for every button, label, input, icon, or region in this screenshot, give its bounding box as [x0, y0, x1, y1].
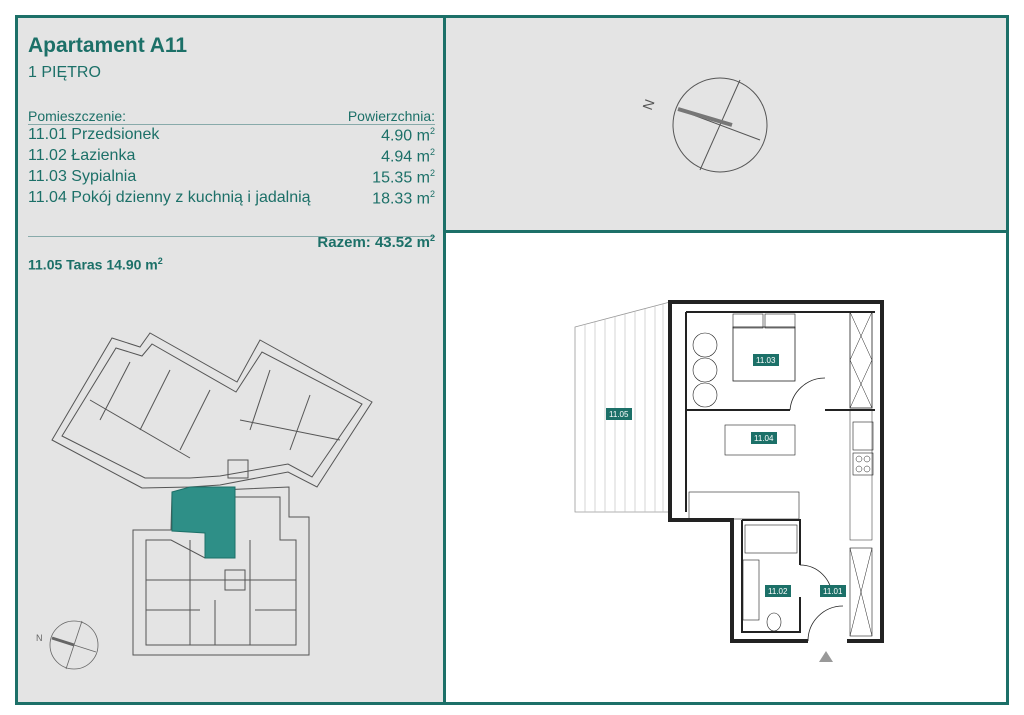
svg-text:11.05: 11.05 — [609, 410, 629, 419]
floor-label: 1 PIĘTRO — [28, 64, 101, 81]
room-row: 11.01 Przedsionek 4.90 m2 — [28, 126, 435, 145]
header-room: Pomieszczenie: — [28, 108, 127, 124]
small-compass-icon: N — [36, 620, 99, 670]
room-name: 11.03 Sypialnia — [28, 168, 137, 185]
room-row: 11.04 Pokój dzienny z kuchnią i jadalnią… — [28, 189, 435, 208]
room-area: 4.90 m2 — [381, 126, 435, 145]
room-area: 15.35 m2 — [372, 168, 435, 187]
divider — [28, 236, 435, 237]
room-name: 11.01 Przedsionek — [28, 126, 160, 143]
room-name: 11.04 Pokój dzienny z kuchnią i jadalnią — [28, 189, 311, 206]
svg-text:N: N — [639, 97, 657, 112]
svg-text:11.02: 11.02 — [768, 587, 788, 596]
svg-text:11.01: 11.01 — [823, 587, 843, 596]
apartment-highlight — [171, 486, 236, 559]
room-row: 11.02 Łazienka 4.94 m2 — [28, 147, 435, 166]
svg-text:11.03: 11.03 — [756, 356, 776, 365]
room-labels: 11.03 11.05 11.04 11.02 11.01 — [606, 354, 846, 597]
header-area: Powierzchnia: — [347, 108, 435, 124]
room-row: 11.03 Sypialnia 15.35 m2 — [28, 168, 435, 187]
entrance-arrow-icon — [819, 651, 833, 662]
terrace-area: 11.05 Taras 14.90 m2 — [28, 256, 163, 273]
svg-text:11.04: 11.04 — [754, 434, 774, 443]
terrace — [574, 301, 671, 513]
compass-icon: N — [639, 77, 768, 173]
total-area: Razem: 43.52 m2 — [317, 233, 435, 251]
apartment-title: Apartament A11 — [28, 34, 188, 57]
table-header: Pomieszczenie: Powierzchnia: — [28, 108, 435, 125]
apartment-floor-plan — [574, 300, 884, 643]
room-area: 4.94 m2 — [381, 147, 435, 166]
svg-text:N: N — [36, 633, 43, 643]
floor-plan-panel — [443, 230, 1009, 705]
room-area: 18.33 m2 — [372, 189, 435, 208]
orientation-panel — [443, 15, 1009, 233]
room-name: 11.02 Łazienka — [28, 147, 136, 164]
